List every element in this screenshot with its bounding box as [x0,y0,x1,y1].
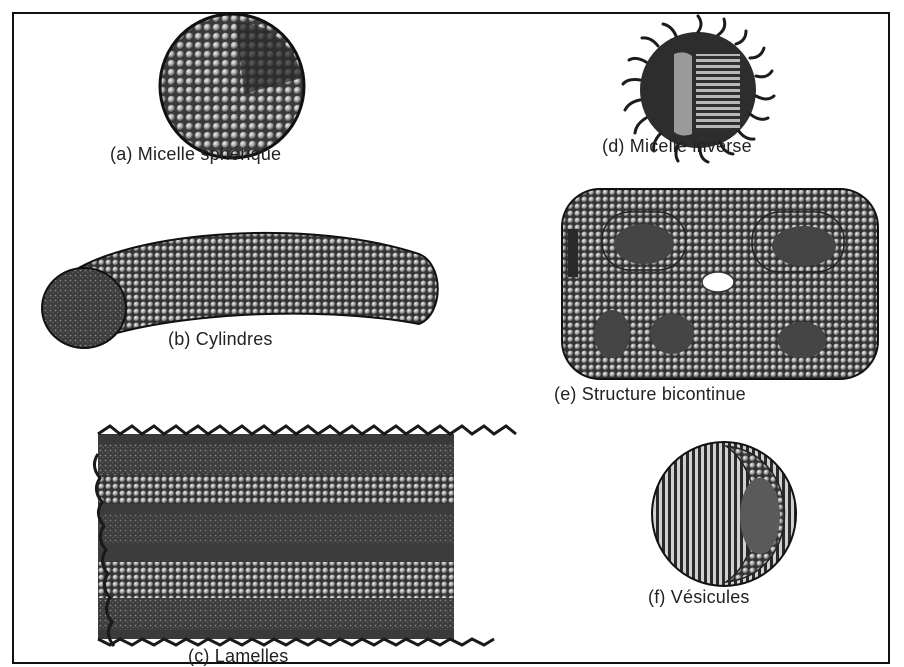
label-bicontinuous-structure: (e) Structure bicontinue [554,384,746,405]
diagram-canvas [14,14,892,666]
label-spherical-micelle: (a) Micelle sphérique [110,144,281,165]
bicontinuous-structure-illustration [562,189,878,379]
lamellae-illustration [94,426,516,646]
label-cylinders: (b) Cylindres [168,329,273,350]
label-lamellae: (c) Lamelles [188,646,288,667]
spherical-micelle-illustration [160,14,304,158]
figure-frame: (a) Micelle sphérique (d) Micelle invers… [12,12,890,664]
vesicle-illustration [652,442,796,586]
label-vesicles: (f) Vésicules [648,587,750,608]
label-inverse-micelle: (d) Micelle inverse [602,136,752,157]
